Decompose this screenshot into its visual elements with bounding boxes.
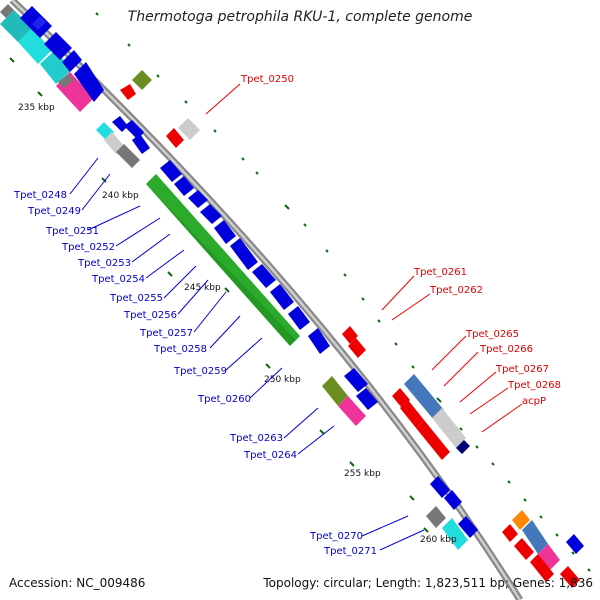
gene-label: Tpet_0249 <box>27 206 81 217</box>
accession-text: Accession: NC_009486 <box>9 576 146 590</box>
gene-label: Tpet_0267 <box>495 364 549 375</box>
gene-label: Tpet_0253 <box>77 258 131 269</box>
gene-block-blue-mid <box>160 160 330 354</box>
genome-summary-text: Topology: circular; Length: 1,823,511 bp… <box>263 576 593 590</box>
gene-label: Tpet_0266 <box>479 344 533 355</box>
scale-label: 245 kbp <box>184 283 221 293</box>
scale-ticks <box>9 57 429 533</box>
gene-label: Tpet_0251 <box>45 226 99 237</box>
gene-label: Tpet_0250 <box>240 74 294 85</box>
minor-ticks <box>95 12 591 572</box>
gene-label: Tpet_0271 <box>323 546 377 557</box>
gene-label: acpP <box>522 396 546 407</box>
scale-label: 240 kbp <box>102 191 139 201</box>
genome-title: Thermotoga petrophila RKU-1, complete ge… <box>127 9 473 25</box>
gene-block-0263 <box>322 368 378 426</box>
blue-leader-lines <box>69 157 425 551</box>
gene-block-top-left <box>0 4 104 112</box>
gene-red-0250a <box>120 84 136 100</box>
gene-red-0250b <box>166 128 184 148</box>
gene-gray-0250 <box>178 118 200 140</box>
gene-label: Tpet_0254 <box>91 274 145 285</box>
gene-labels-blue: Tpet_0248 Tpet_0249 Tpet_0251 Tpet_0252 … <box>13 190 377 557</box>
gene-block-0248 <box>96 116 150 168</box>
gene-block-0265 <box>392 374 470 460</box>
gene-label: Tpet_0255 <box>109 293 163 304</box>
scale-label: 260 kbp <box>420 535 457 545</box>
gene-label: Tpet_0261 <box>413 267 467 278</box>
gene-label: Tpet_0264 <box>243 450 297 461</box>
gene-red-0262 <box>348 338 366 358</box>
gene-label: Tpet_0257 <box>139 328 193 339</box>
scale-label: 235 kbp <box>18 103 55 113</box>
gene-label: Tpet_0256 <box>123 310 177 321</box>
gene-block-bottom-right <box>502 510 584 588</box>
gene-label: Tpet_0265 <box>465 329 519 340</box>
gene-label: Tpet_0262 <box>429 285 483 296</box>
gene-labels-red: Tpet_0250 Tpet_0261 Tpet_0262 Tpet_0265 … <box>240 74 561 407</box>
gene-olive-0250 <box>132 70 152 90</box>
gene-label: Tpet_0259 <box>173 366 227 377</box>
gene-label: Tpet_0270 <box>309 531 363 542</box>
scale-label: 255 kbp <box>344 469 381 479</box>
gene-red-0261 <box>342 326 358 344</box>
scale-labels: 235 kbp 240 kbp 245 kbp 250 kbp 255 kbp … <box>18 103 457 545</box>
gene-label: Tpet_0263 <box>229 433 283 444</box>
gene-label: Tpet_0260 <box>197 394 251 405</box>
scale-label: 250 kbp <box>264 375 301 385</box>
gene-block-0270 <box>426 476 478 550</box>
gene-label: Tpet_0268 <box>507 380 561 391</box>
gene-label: Tpet_0258 <box>153 344 207 355</box>
red-leader-lines <box>205 83 523 433</box>
gene-label: Tpet_0252 <box>61 242 115 253</box>
gene-label: Tpet_0248 <box>13 190 67 201</box>
